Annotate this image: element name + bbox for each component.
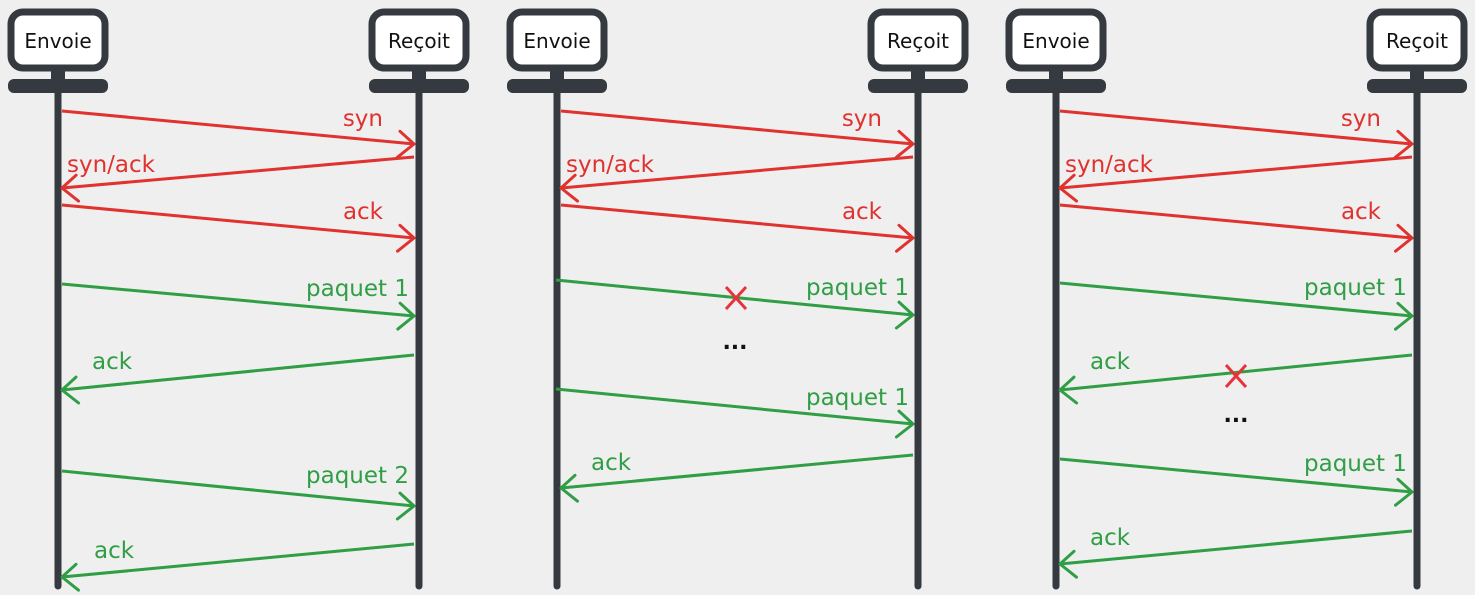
ellipsis: ... <box>1223 403 1248 428</box>
receiver-label: Reçoit <box>1386 29 1448 53</box>
lost-packet-x-icon <box>724 285 748 311</box>
message-syn: syn <box>1059 106 1414 159</box>
message-label: paquet 1 <box>806 275 909 301</box>
message-ack: ack <box>560 199 915 253</box>
message-label: syn/ack <box>67 152 156 178</box>
message-paquet-1-lost: paquet 1 <box>555 275 915 330</box>
message-label: ack <box>1090 525 1131 551</box>
message-ack-data: ack <box>1058 525 1413 579</box>
message-syn-ack: syn/ack <box>1058 152 1413 203</box>
message-label: paquet 1 <box>1304 275 1407 301</box>
message-label: ack <box>343 199 384 225</box>
message-label: syn/ack <box>566 152 655 178</box>
receiver-computer-icon: Reçoit <box>1366 8 1468 93</box>
receiver-computer-icon: Reçoit <box>867 8 969 93</box>
diagram-2: Envoie Reçoit syn syn/ack ack pa <box>506 8 969 590</box>
message-label: ack <box>1341 199 1382 225</box>
message-ack-data: ack <box>60 349 415 405</box>
sender-computer-icon: Envoie <box>1005 8 1107 93</box>
message-paquet-1: paquet 1 <box>1059 275 1414 331</box>
message-ack-data: ack <box>60 538 415 592</box>
message-label: syn <box>842 106 882 132</box>
sender-computer-icon: Envoie <box>7 8 109 93</box>
ellipsis: ... <box>722 330 747 355</box>
message-ack-lost: ack <box>1058 349 1413 405</box>
message-label: ack <box>842 199 883 225</box>
message-syn-ack: syn/ack <box>60 152 415 203</box>
sender-label: Envoie <box>523 29 590 53</box>
diagram-3: Envoie Reçoit syn syn/ack ack pa <box>1005 8 1468 590</box>
message-ack: ack <box>1059 199 1414 253</box>
message-label: ack <box>94 538 135 564</box>
message-label: paquet 2 <box>306 463 409 489</box>
message-label: syn <box>343 106 383 132</box>
message-label: paquet 1 <box>306 276 409 302</box>
receiver-label: Reçoit <box>388 29 450 53</box>
message-label: ack <box>1090 349 1131 375</box>
message-syn: syn <box>61 106 416 159</box>
message-paquet-2: paquet 2 <box>61 463 416 521</box>
sender-label: Envoie <box>1022 29 1089 53</box>
message-label: ack <box>591 450 632 476</box>
lost-packet-x-icon <box>1224 363 1248 389</box>
receiver-label: Reçoit <box>887 29 949 53</box>
message-label: paquet 1 <box>1304 451 1407 477</box>
message-label: paquet 1 <box>806 385 909 411</box>
sender-label: Envoie <box>24 29 91 53</box>
message-syn: syn <box>560 106 915 159</box>
message-label: ack <box>92 349 133 375</box>
message-paquet-1-retransmit: paquet 1 <box>555 385 915 439</box>
message-syn-ack: syn/ack <box>559 152 914 203</box>
message-ack: ack <box>61 199 416 253</box>
message-label: syn <box>1341 106 1381 132</box>
sender-computer-icon: Envoie <box>506 8 608 93</box>
receiver-computer-icon: Reçoit <box>368 8 470 93</box>
message-paquet-1-retransmit: paquet 1 <box>1059 451 1414 507</box>
message-label: syn/ack <box>1065 152 1154 178</box>
diagram-1: Envoie Reçoit syn syn/ack ack pa <box>7 8 470 592</box>
message-ack-data: ack <box>559 450 914 503</box>
message-paquet-1: paquet 1 <box>61 276 416 331</box>
